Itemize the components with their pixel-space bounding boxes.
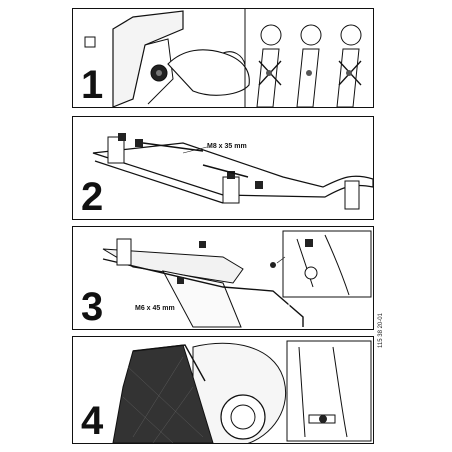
step-number: 3 [81, 285, 104, 329]
step-1-panel: 1 [72, 8, 374, 108]
step-number: 1 [81, 63, 104, 107]
step-2-panel: M8 x 35 mm 2 [72, 116, 374, 220]
step-4-panel: 4 [72, 336, 374, 444]
step-number: 2 [81, 175, 104, 219]
step-number: 4 [81, 399, 104, 443]
step-3-panel: M6 x 45 mm 3 [72, 226, 374, 330]
step-1-illustration [84, 9, 362, 107]
bolt-size-label: M8 x 35 mm [207, 143, 247, 150]
step-3-illustration [102, 227, 372, 329]
bolt-size-label: M6 x 45 mm [135, 305, 175, 312]
document-code: 115 38 20-01 [378, 313, 384, 348]
instruction-sheet: 1 M8 x 35 mm 2 [72, 8, 374, 444]
step-4-illustration [112, 340, 372, 443]
step-2-illustration [92, 133, 373, 210]
